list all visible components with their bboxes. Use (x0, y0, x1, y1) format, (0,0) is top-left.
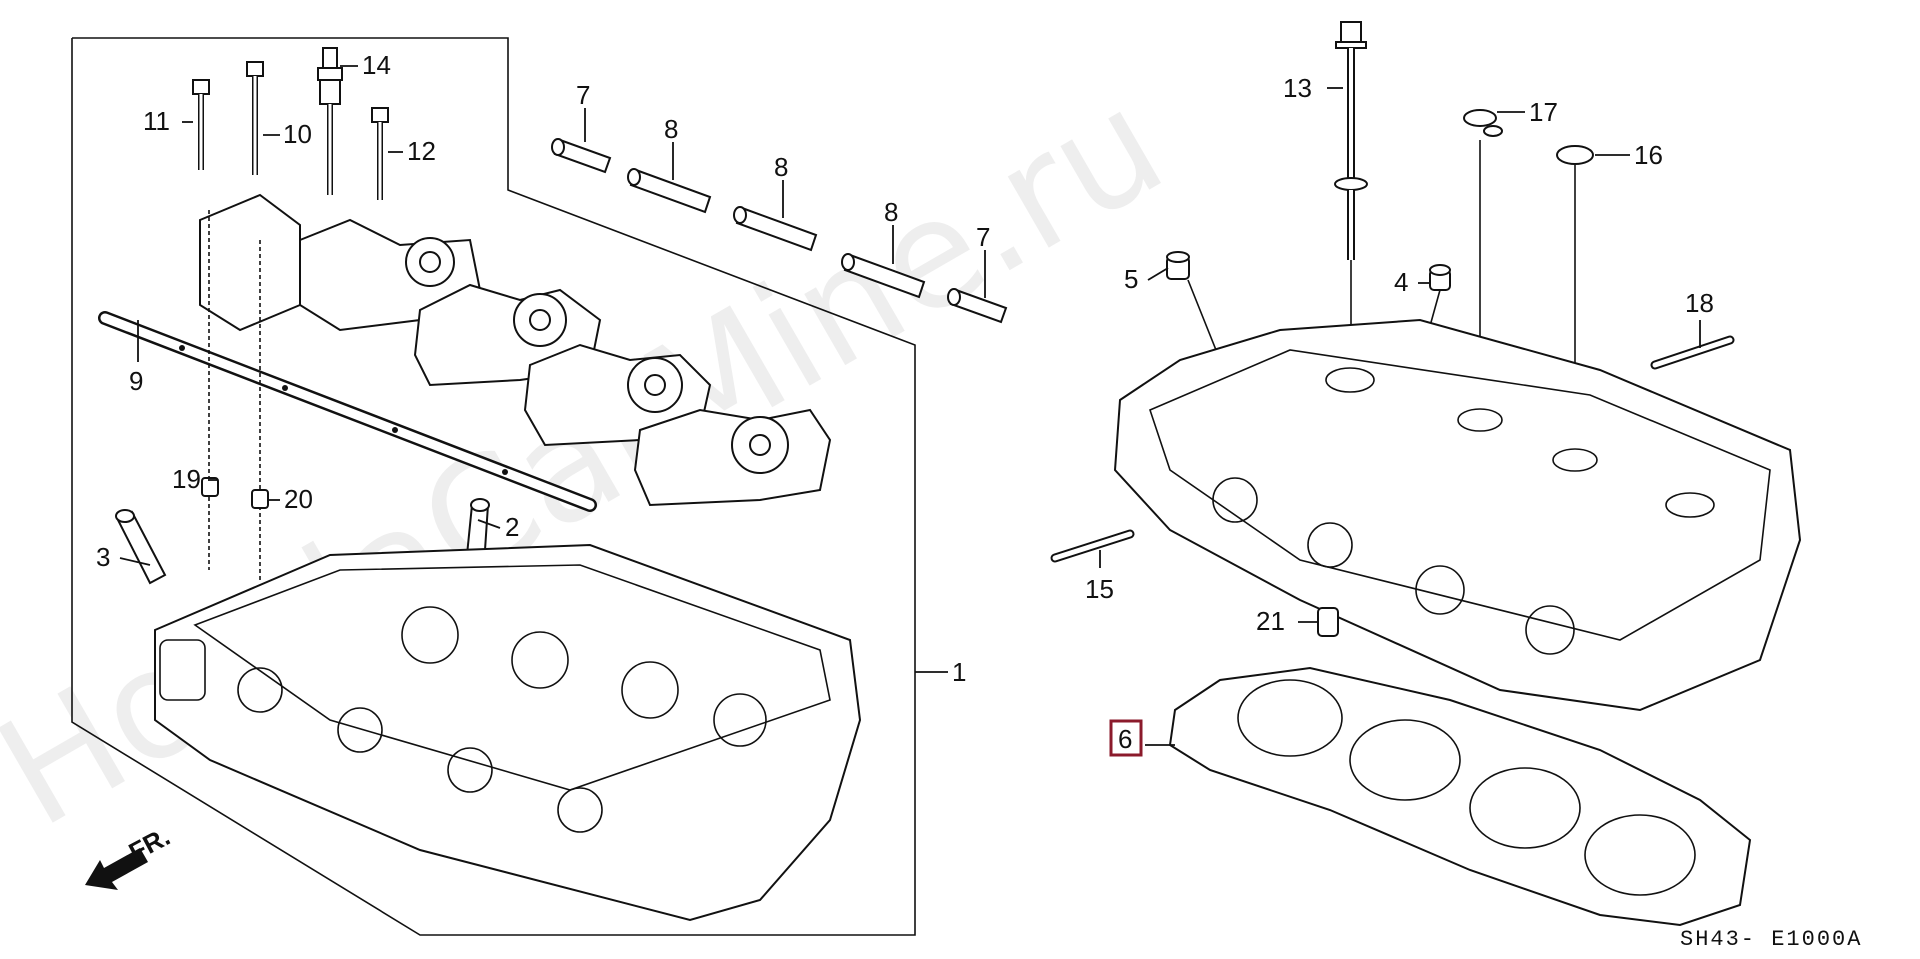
callout-11[interactable]: 11 (143, 106, 170, 136)
callout-6[interactable]: 6 (1118, 724, 1132, 754)
callout-15[interactable]: 15 (1085, 574, 1114, 604)
o-ring-16[interactable] (1556, 145, 1594, 165)
head-gasket[interactable] (1168, 666, 1752, 927)
dowel-pin-20[interactable] (251, 489, 269, 509)
leader-lines (119, 65, 1701, 746)
dowel-pin-19[interactable] (201, 477, 219, 497)
callout-8-b[interactable]: 8 (774, 152, 788, 182)
o-ring-17[interactable] (1463, 109, 1503, 137)
callout-4[interactable]: 4 (1394, 267, 1408, 297)
seal-4[interactable] (1429, 264, 1451, 291)
callout-19[interactable]: 19 (172, 464, 201, 494)
callout-17[interactable]: 17 (1529, 97, 1558, 127)
collar-8-c[interactable] (841, 253, 926, 299)
callout-9[interactable]: 9 (129, 366, 143, 396)
callout-2[interactable]: 2 (505, 512, 519, 542)
dowel-pin-7-right[interactable] (947, 288, 1008, 324)
callout-13[interactable]: 13 (1283, 73, 1312, 103)
dowel-pin-7-left[interactable] (551, 138, 612, 174)
callout-7-left[interactable]: 7 (576, 80, 590, 110)
callout-18[interactable]: 18 (1685, 288, 1714, 318)
callout-1[interactable]: 1 (952, 657, 966, 687)
callout-5[interactable]: 5 (1124, 264, 1138, 294)
callout-10[interactable]: 10 (283, 119, 312, 149)
seal-5[interactable] (1166, 251, 1190, 280)
stud-15[interactable] (1050, 529, 1135, 563)
left-assembly-frame (71, 37, 916, 936)
callout-12[interactable]: 12 (407, 136, 436, 166)
callout-8-c[interactable]: 8 (884, 197, 898, 227)
callout-8-a[interactable]: 8 (664, 114, 678, 144)
rocker-arm-holders[interactable] (199, 193, 832, 507)
callout-20[interactable]: 20 (284, 484, 313, 514)
bolt-11[interactable] (192, 79, 210, 170)
head-bolt-13[interactable] (1334, 21, 1368, 260)
bolt-12[interactable] (371, 107, 389, 200)
callout-7-right[interactable]: 7 (976, 222, 990, 252)
diagram-code: SH43- E1000A (1680, 927, 1862, 952)
cylinder-head[interactable] (154, 543, 862, 922)
collar-8-a[interactable] (627, 168, 712, 214)
callout-3[interactable]: 3 (96, 542, 110, 572)
stud-bolt-14[interactable] (317, 47, 343, 195)
callouts: 1 2 3 4 5 6 7 7 8 8 8 9 10 11 12 13 14 1… (96, 50, 1714, 757)
dowel-pin-21[interactable] (1317, 607, 1339, 637)
collar-8-b[interactable] (733, 206, 818, 252)
rocker-shaft[interactable] (98, 311, 597, 512)
bolt-10[interactable] (246, 61, 264, 175)
stud-18[interactable] (1650, 335, 1735, 370)
callout-6-highlight-box (1109, 719, 1143, 757)
callout-21[interactable]: 21 (1256, 606, 1285, 636)
spark-plug-tube-3[interactable] (115, 509, 167, 585)
callout-14[interactable]: 14 (362, 50, 391, 80)
cylinder-head-top-view[interactable] (1113, 318, 1802, 712)
callout-16[interactable]: 16 (1634, 140, 1663, 170)
